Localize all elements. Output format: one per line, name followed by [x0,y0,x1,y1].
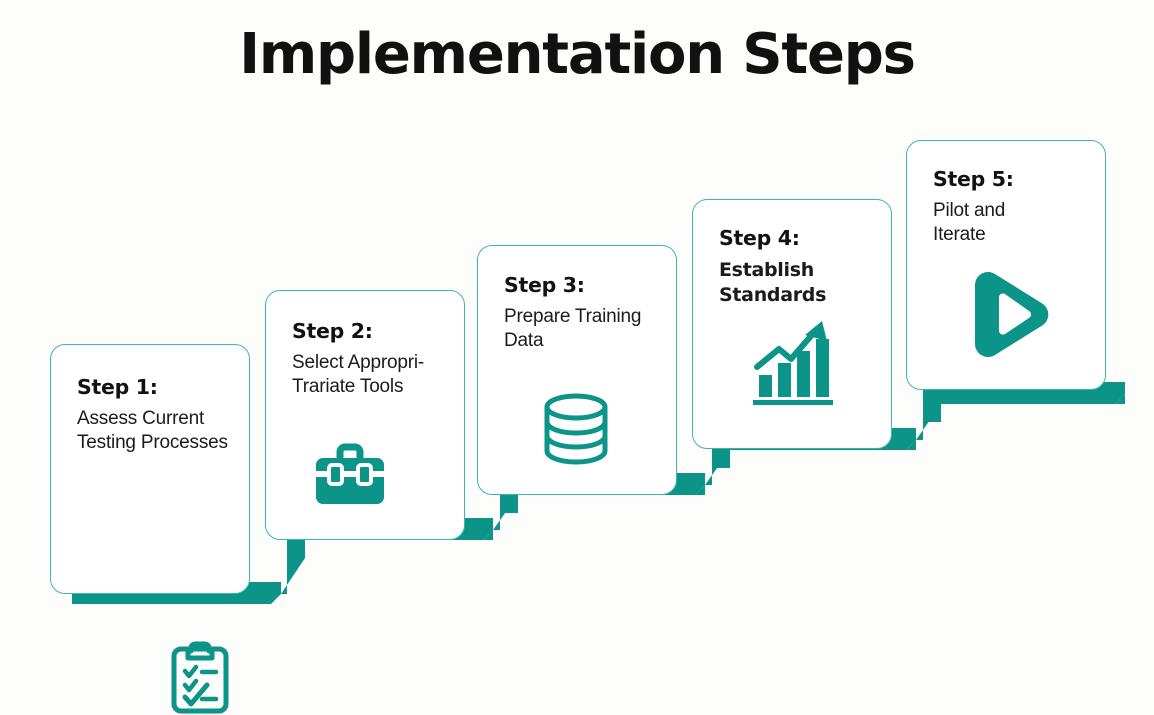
play-button-icon [974,271,1049,357]
step-card-5-body: Pilot and Iterate [933,200,1006,246]
step-card-2[interactable]: Step 2: Select Appropri- Trariate Tools [265,290,465,540]
step-card-3-heading: Step 3: [504,273,585,297]
step-card-1-heading: Step 1: [77,375,158,399]
step-card-2-body: Select Appropri- Trariate Tools [292,352,424,398]
step-card-4[interactable]: Step 4: Establish Standards [692,199,892,449]
toolbox-icon [316,443,384,504]
step-card-5[interactable]: Step 5: Pilot and Iterate [906,140,1106,390]
clipboard-checklist-icon [171,641,229,714]
step-card-2-heading: Step 2: [292,319,373,343]
database-icon [544,393,608,465]
page-title: Implementation Steps [239,22,916,87]
step-card-3[interactable]: Step 3: Prepare Training Data [477,245,677,495]
step-card-1[interactable]: Step 1: Assess Current Testing Processes [50,344,250,714]
step-card-5-heading: Step 5: [933,167,1014,191]
growth-chart-icon [753,321,833,405]
step-card-4-body: Establish Standards [719,259,827,306]
step-card-4-heading: Step 4: [719,226,800,250]
step-card-1-body: Assess Current Testing Processes [77,408,228,454]
step-card-3-body: Prepare Training Data [504,306,642,352]
